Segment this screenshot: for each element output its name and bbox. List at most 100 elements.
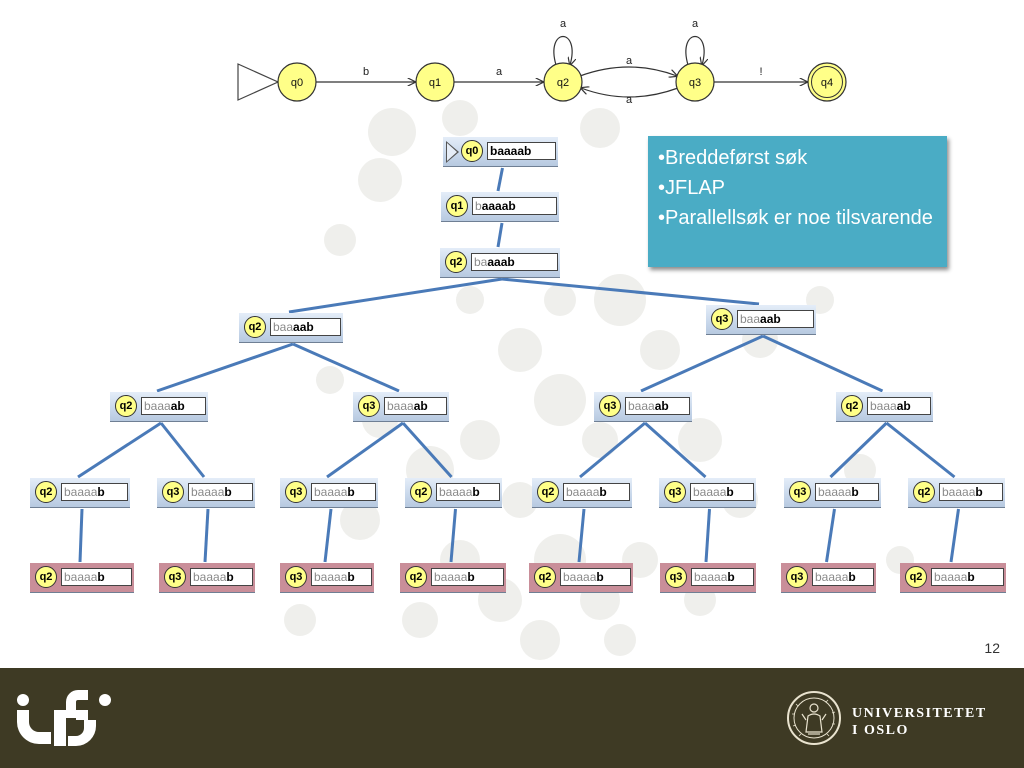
tree-edge [401, 421, 453, 479]
configuration-state: q2 [244, 316, 266, 338]
transition-arrow [553, 36, 572, 66]
tape-remaining-part: b [347, 485, 355, 499]
tape-remaining-part: b [467, 570, 475, 584]
configuration-tape: baaaab [436, 483, 500, 501]
configuration-state: q3 [711, 308, 733, 330]
tape-read-part: baaaa [191, 485, 225, 499]
tree-edge [501, 277, 760, 306]
transition-label: a [626, 55, 633, 67]
configuration-state: q3 [786, 566, 808, 588]
configuration-tape: baaaab [560, 568, 631, 586]
configuration-state: q2 [410, 481, 432, 503]
configuration-state: q3 [162, 481, 184, 503]
configuration-tape: baaaab [563, 483, 630, 501]
tape-read-part: baaaa [193, 570, 227, 584]
configuration-tape: baaaab [737, 310, 814, 328]
tape-read-part: baaaa [815, 570, 849, 584]
background-dot [460, 420, 500, 460]
background-dot [640, 330, 680, 370]
tree-edge [326, 421, 404, 479]
configuration-tape: baaaab [931, 568, 1004, 586]
background-dot [544, 284, 576, 316]
state-q2 [543, 62, 583, 102]
tape-read-part: baaaa [694, 570, 728, 584]
configuration-state: q2 [35, 566, 57, 588]
background-dot [498, 328, 542, 372]
configuration-state: q2 [537, 481, 559, 503]
state-q0 [277, 62, 317, 102]
background-dot [340, 500, 380, 540]
tree-edge [292, 342, 400, 393]
configuration-state: q2 [534, 566, 556, 588]
tape-remaining-part: b [472, 485, 480, 499]
background-dot [402, 602, 438, 638]
configuration-tape: baaaab [311, 568, 372, 586]
configuration-tape: baaaab [691, 568, 754, 586]
configuration-state: q3 [665, 566, 687, 588]
configuration-tape: baaaab [471, 253, 558, 271]
configuration-tape: baaaab [61, 568, 132, 586]
tape-remaining-part: b [851, 485, 859, 499]
tape-read-part: baaaa [934, 570, 968, 584]
configuration-state: q3 [358, 395, 380, 417]
tape-remaining-part: aab [293, 320, 314, 334]
info-line-parallel-search: •Parallellsøk er noe tilsvarende [658, 207, 933, 229]
tape-remaining-part: ab [896, 399, 911, 413]
configuration-state: q2 [445, 251, 467, 273]
tape-remaining-part: b [599, 485, 607, 499]
initial-state-marker [237, 63, 280, 101]
tree-edge [156, 342, 294, 393]
tape-read-part: baaaa [64, 570, 98, 584]
tape-remaining-part: b [848, 570, 856, 584]
configuration-state: q3 [285, 481, 307, 503]
tape-remaining-part: ab [170, 399, 185, 413]
info-line-jflap: •JFLAP [658, 177, 726, 199]
configuration-state: q3 [664, 481, 686, 503]
tape-remaining-part: b [347, 570, 355, 584]
transition-arrow [581, 88, 679, 98]
configuration-tape: baaaab [190, 568, 253, 586]
tree-edge [203, 508, 210, 563]
ifi-logo-icon [17, 690, 111, 746]
page-number: 12 [984, 640, 1000, 656]
configuration-tape: baaaab [311, 483, 376, 501]
configuration-tape: baaaab [815, 483, 879, 501]
tape-read-part: ba [474, 255, 488, 269]
tree-edge [78, 508, 84, 563]
tape-remaining-part: aaaab [481, 199, 516, 213]
tape-remaining-part: b [967, 570, 975, 584]
configuration-state: q2 [841, 395, 863, 417]
tape-read-part: baaa [628, 399, 655, 413]
state-q1 [415, 62, 455, 102]
configuration-state: q2 [35, 481, 57, 503]
background-dot [534, 374, 586, 426]
configuration-tape: baaaab [384, 397, 447, 415]
tree-edge [825, 508, 836, 563]
background-dot [316, 366, 344, 394]
tape-remaining-part: b [97, 570, 105, 584]
tape-read-part: baaaa [942, 485, 976, 499]
tape-read-part: baaaa [563, 570, 597, 584]
configuration-tape: baaaab [939, 483, 1003, 501]
configuration-tape: baaaab [141, 397, 206, 415]
tape-remaining-part: b [226, 570, 234, 584]
tape-read-part: baaaa [566, 485, 600, 499]
info-line-breadth-first: •Breddeførst søk [658, 147, 808, 169]
configuration-tape: baaaab [812, 568, 874, 586]
background-dot [582, 422, 618, 458]
tape-read-part: baaaa [439, 485, 473, 499]
background-dot [442, 100, 478, 136]
transition-label: ! [759, 66, 762, 78]
